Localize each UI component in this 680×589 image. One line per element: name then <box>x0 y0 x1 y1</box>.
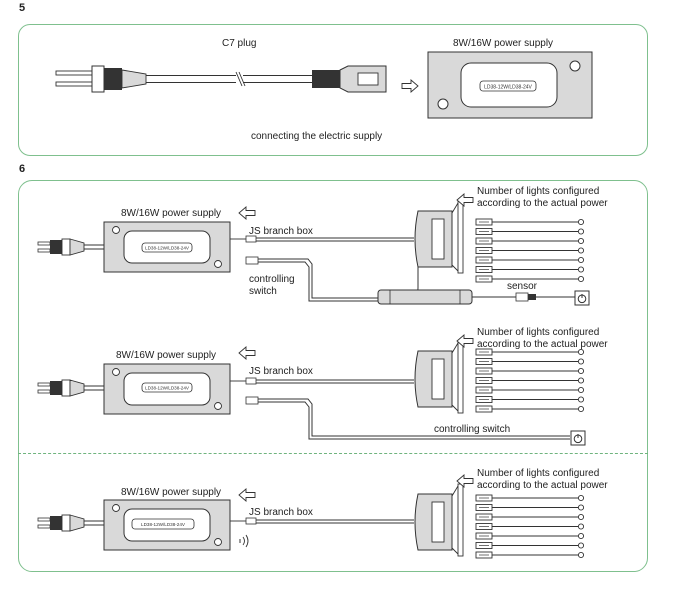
row-3-plug-icon <box>37 514 107 532</box>
row-3-branch-label: JS branch box <box>249 507 313 518</box>
row-2-supply-label: 8W/16W power supply <box>116 350 217 361</box>
row-2-supply-plate: LD38-12W/LD38-24V <box>145 386 190 391</box>
row-2-hub-icon <box>414 340 464 414</box>
c7-plug-icon <box>55 65 387 93</box>
step-5-supply-label: 8W/16W power supply <box>453 38 554 49</box>
row-1-supply-icon: LD38-12W/LD38-24V <box>103 221 231 273</box>
row-1-supply-label: 8W/16W power supply <box>121 208 222 219</box>
row-2-arrow-icon <box>238 346 256 360</box>
row-3-supply-plate: LD38-12W/LD38-24V <box>141 522 186 527</box>
row-2-switch-label: controlling switch <box>434 424 511 435</box>
step-5-panel <box>18 24 648 156</box>
row-1-hub-icon <box>414 200 464 274</box>
step-5-supply-plate: LD38-12W/LD38-24V <box>484 85 532 91</box>
row-3-wireless-icon <box>239 534 249 548</box>
row-1-sensor-body <box>377 289 576 305</box>
row-2-supply-icon: LD38-12W/LD38-24V <box>103 363 231 415</box>
step-6-number: 6 <box>19 163 26 175</box>
section-divider <box>18 453 648 454</box>
c7-plug-label: C7 plug <box>222 38 257 49</box>
row-3-supply-icon: LD38-12W/LD38-24V <box>103 499 231 551</box>
row-3-hub-icon <box>414 483 464 557</box>
row-2-lights-label: Number of lights configured according to… <box>477 327 608 350</box>
row-1-switch-label: controlling switch <box>249 274 295 297</box>
row-1-sensor-switch-icon <box>574 290 590 306</box>
step-5-arrow-icon <box>401 79 419 93</box>
row-3-lights-label: Number of lights configured according to… <box>477 468 608 491</box>
step-6-panel <box>18 180 648 572</box>
row-3-arrow-icon <box>238 488 256 502</box>
row-3-supply-label: 8W/16W power supply <box>121 487 222 498</box>
step-5-number: 5 <box>19 2 26 14</box>
row-1-arrow-icon <box>238 206 256 220</box>
row-2-plug-icon <box>37 379 107 397</box>
row-1-lamp-strings <box>476 219 584 282</box>
step-5-caption: connecting the electric supply <box>251 131 383 142</box>
row-1-branch-label: JS branch box <box>249 226 313 237</box>
row-1-plug-icon <box>37 238 107 256</box>
row-1-sensor-label: sensor <box>507 281 538 292</box>
row-1-supply-plate: LD38-12W/LD38-24V <box>145 246 190 251</box>
row-2-branch-label: JS branch box <box>249 366 313 377</box>
row-1-lights-label: Number of lights configured according to… <box>477 186 608 209</box>
row-2-switch-icon <box>570 430 586 446</box>
step-5-supply-icon: LD38-12W/LD38-24V <box>427 51 593 119</box>
row-3-lamp-strings <box>476 495 584 558</box>
row-2-lamp-strings <box>476 349 584 412</box>
